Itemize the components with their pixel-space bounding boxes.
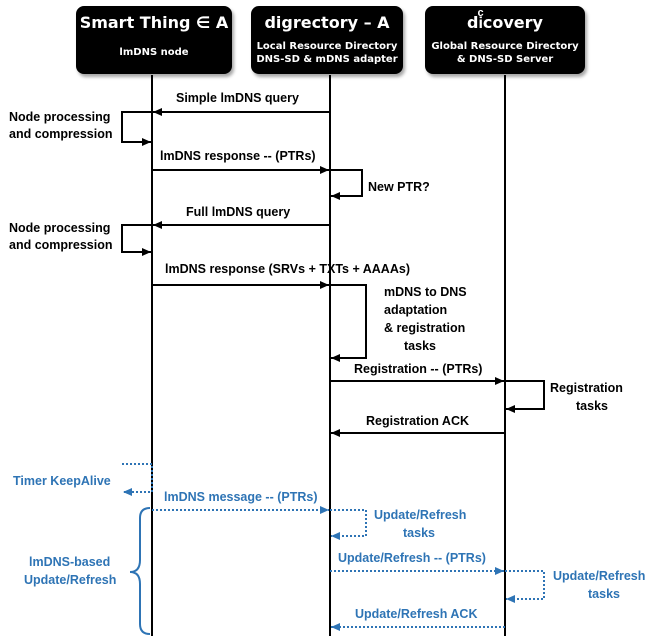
self-loop-registration-tasks — [505, 380, 545, 413]
lifeline-header-discovery: diͨcovery Global Resource Directory & DN… — [425, 6, 585, 74]
self-loop-node-processing-2 — [121, 224, 152, 256]
lifeline-header-directory: digrectory – A Local Resource Directory … — [251, 6, 403, 74]
label-registration-tasks-2: tasks — [576, 399, 608, 413]
label-update-tasks-local-1: Update/Refresh — [374, 508, 467, 522]
lifeline-header-node: Smart Thing ∈ A lmDNS node — [76, 6, 232, 74]
label-timer-keepalive: Timer KeepAlive — [13, 474, 111, 488]
label-registration-tasks-1: Registration — [550, 381, 623, 395]
label-brace-1: lmDNS-based — [29, 555, 111, 569]
self-loop-timer-keepalive — [122, 463, 153, 496]
discovery-subtitle-2: & DNS-SD Server — [456, 54, 554, 65]
discovery-title: diͨcovery — [467, 13, 543, 32]
label-adaptation-4: tasks — [404, 339, 436, 353]
discovery-subtitle-1: Global Resource Directory — [431, 41, 579, 52]
label-update-tasks-global-1: Update/Refresh — [553, 569, 646, 583]
label-adaptation-2: adaptation — [384, 303, 448, 317]
label-response-ptrs: lmDNS response -- (PTRs) — [160, 149, 316, 163]
label-adaptation-3: & registration — [384, 321, 466, 335]
directory-title: digrectory – A — [264, 13, 390, 32]
label-node-processing-1b: and compression — [9, 127, 113, 141]
label-new-ptr: New PTR? — [368, 180, 430, 194]
label-registration-ack: Registration ACK — [366, 414, 470, 428]
directory-subtitle-1: Local Resource Directory — [256, 41, 398, 52]
self-loop-update-tasks-local — [330, 509, 367, 540]
label-response-full: lmDNS response (SRVs + TXTs + AAAAs) — [165, 262, 410, 276]
label-update-tasks-local-2: tasks — [403, 526, 435, 540]
label-registration: Registration -- (PTRs) — [354, 362, 483, 376]
label-update-ack: Update/Refresh ACK — [355, 607, 478, 621]
self-loop-adaptation — [330, 284, 367, 362]
directory-subtitle-2: DNS-SD & mDNS adapter — [256, 54, 398, 65]
label-simple-query: Simple lmDNS query — [176, 91, 299, 105]
label-refresh-message: lmDNS message -- (PTRs) — [164, 490, 318, 504]
label-adaptation-1: mDNS to DNS — [384, 285, 467, 299]
self-loop-node-processing-1 — [121, 111, 152, 146]
node-title: Smart Thing ∈ A — [79, 13, 229, 32]
label-update-refresh: Update/Refresh -- (PTRs) — [338, 551, 486, 565]
label-full-query: Full lmDNS query — [186, 205, 291, 219]
node-subtitle: lmDNS node — [119, 47, 189, 58]
label-node-processing-1a: Node processing — [9, 110, 111, 124]
curly-brace — [129, 507, 151, 635]
self-loop-update-tasks-global — [505, 570, 545, 603]
label-brace-2: Update/Refresh — [24, 573, 117, 587]
label-update-tasks-global-2: tasks — [588, 587, 620, 601]
label-node-processing-2a: Node processing — [9, 221, 111, 235]
self-loop-new-ptr — [330, 169, 363, 200]
label-node-processing-2b: and compression — [9, 238, 113, 252]
